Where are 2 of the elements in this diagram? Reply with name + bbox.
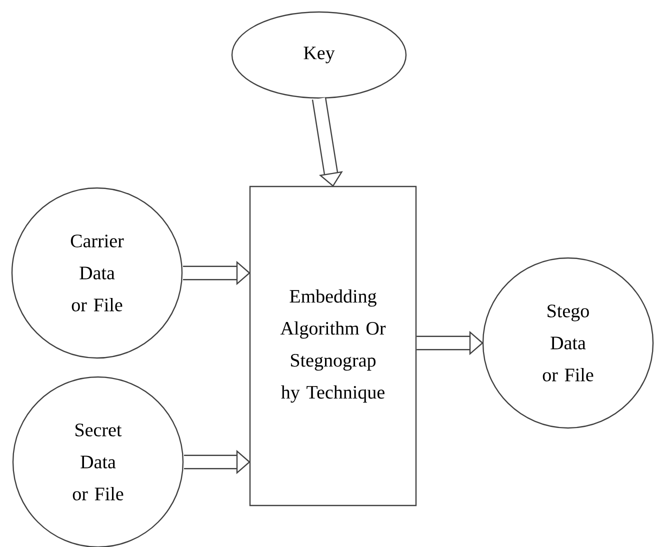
process-box: Embedding Algorithm Or Stegnograp hy Technique [249,186,417,506]
block-arrow [312,97,343,187]
